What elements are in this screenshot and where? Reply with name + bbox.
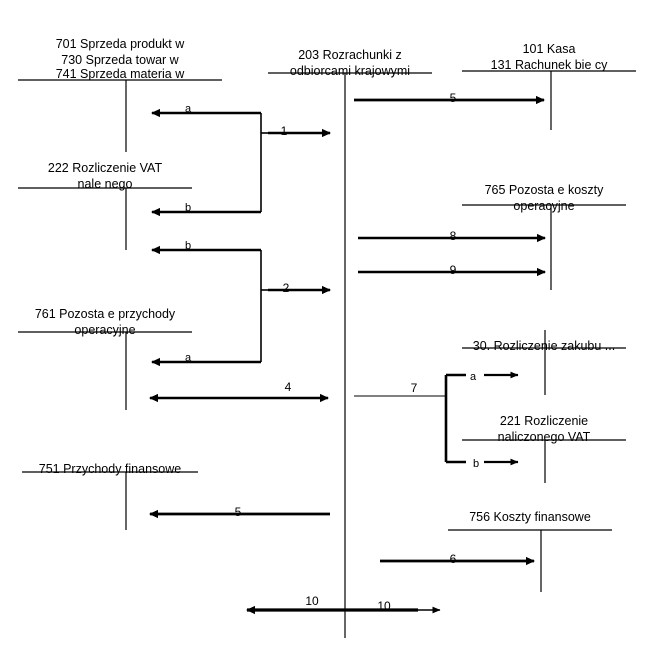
account-761-line2: operacyjne (74, 323, 136, 337)
taccount-751-skeleton (22, 471, 198, 530)
account-221-line2: naliczonego VAT (497, 430, 591, 444)
account-label-756: 756 Koszty finansowe (448, 509, 612, 525)
taccount-701-730-skeleton (18, 79, 222, 152)
flow-4-label: 4 (284, 380, 292, 394)
account-30-line1: 30. Rozliczenie zakubu ... (472, 339, 616, 353)
account-730-line2: 730 Sprzeda towar w (61, 53, 179, 67)
account-label-222: 222 Rozliczenie VAT nale nego (18, 160, 192, 192)
taccount-761-skeleton (18, 331, 192, 410)
flow-8-label: 8 (449, 229, 457, 243)
account-label-101-131: 101 Kasa 131 Rachunek bie cy (462, 41, 636, 73)
flow-2-branch-b-label: b (184, 240, 192, 252)
flow-5-left-label: 5 (234, 505, 242, 519)
taccount-101-131-skeleton (462, 70, 636, 130)
account-label-751: 751 Przychody finansowe (22, 461, 198, 477)
flow-7-label: 7 (410, 381, 418, 395)
flow-7-branch-a-label: a (469, 371, 477, 383)
flow-2-label: 2 (282, 281, 290, 295)
account-221-line1: 221 Rozliczenie (499, 414, 589, 428)
account-label-701-730: 701 Sprzeda produkt w 730 Sprzeda towar … (18, 36, 222, 84)
taccount-765-skeleton (462, 204, 626, 290)
flow-1-branch-a-label: a (184, 103, 192, 115)
account-222-line1: 222 Rozliczenie VAT (47, 161, 163, 175)
taccount-756-skeleton (448, 529, 612, 592)
flow-10-left-label: 10 (305, 594, 319, 608)
account-label-30: 30. Rozliczenie zakubu ... (462, 338, 626, 354)
account-label-765: 765 Pozosta e koszty operacyjne (462, 182, 626, 214)
account-765-line1: 765 Pozosta e koszty (484, 183, 604, 197)
account-756-line1: 756 Koszty finansowe (469, 510, 591, 524)
flow-7-branch-b-label: b (472, 458, 480, 470)
account-label-221: 221 Rozliczenie naliczonego VAT (462, 413, 626, 445)
account-label-203: 203 Rozrachunki z odbiorcami krajowymi (262, 47, 438, 79)
account-label-761: 761 Pozosta e przychody operacyjne (18, 306, 192, 338)
flow-5-right-label: 5 (449, 91, 457, 105)
account-751-line1: 751 Przychody finansowe (38, 462, 182, 476)
account-701-line1: 701 Sprzeda produkt w (55, 37, 185, 51)
flow-7-arrow (354, 371, 519, 466)
flow-6-label: 6 (449, 552, 457, 566)
flow-10-right-label: 10 (377, 599, 391, 613)
taccount-203-skeleton (268, 72, 432, 638)
flow-1-label: 1 (280, 124, 288, 138)
account-761-line1: 761 Pozosta e przychody (34, 307, 176, 321)
account-741-line3: 741 Sprzeda materia w (55, 67, 185, 81)
taccount-222-skeleton (18, 187, 192, 250)
account-222-line2: nale nego (77, 177, 133, 191)
flow-9-label: 9 (449, 263, 457, 277)
flow-2-branch-a-label: a (184, 352, 192, 364)
taccount-221-skeleton (462, 439, 626, 483)
account-101-line1: 101 Kasa (522, 42, 576, 56)
account-203-line1: 203 Rozrachunki z (298, 48, 402, 62)
flow-2-arrow (151, 245, 331, 367)
account-131-line2: 131 Rachunek bie cy (490, 58, 608, 72)
flow-1-arrow (151, 108, 331, 217)
flow-1-branch-b-label: b (184, 202, 192, 214)
account-765-line2: operacyjne (513, 199, 575, 213)
account-203-line2: odbiorcami krajowymi (289, 64, 411, 78)
taccount-30-skeleton (462, 330, 626, 395)
